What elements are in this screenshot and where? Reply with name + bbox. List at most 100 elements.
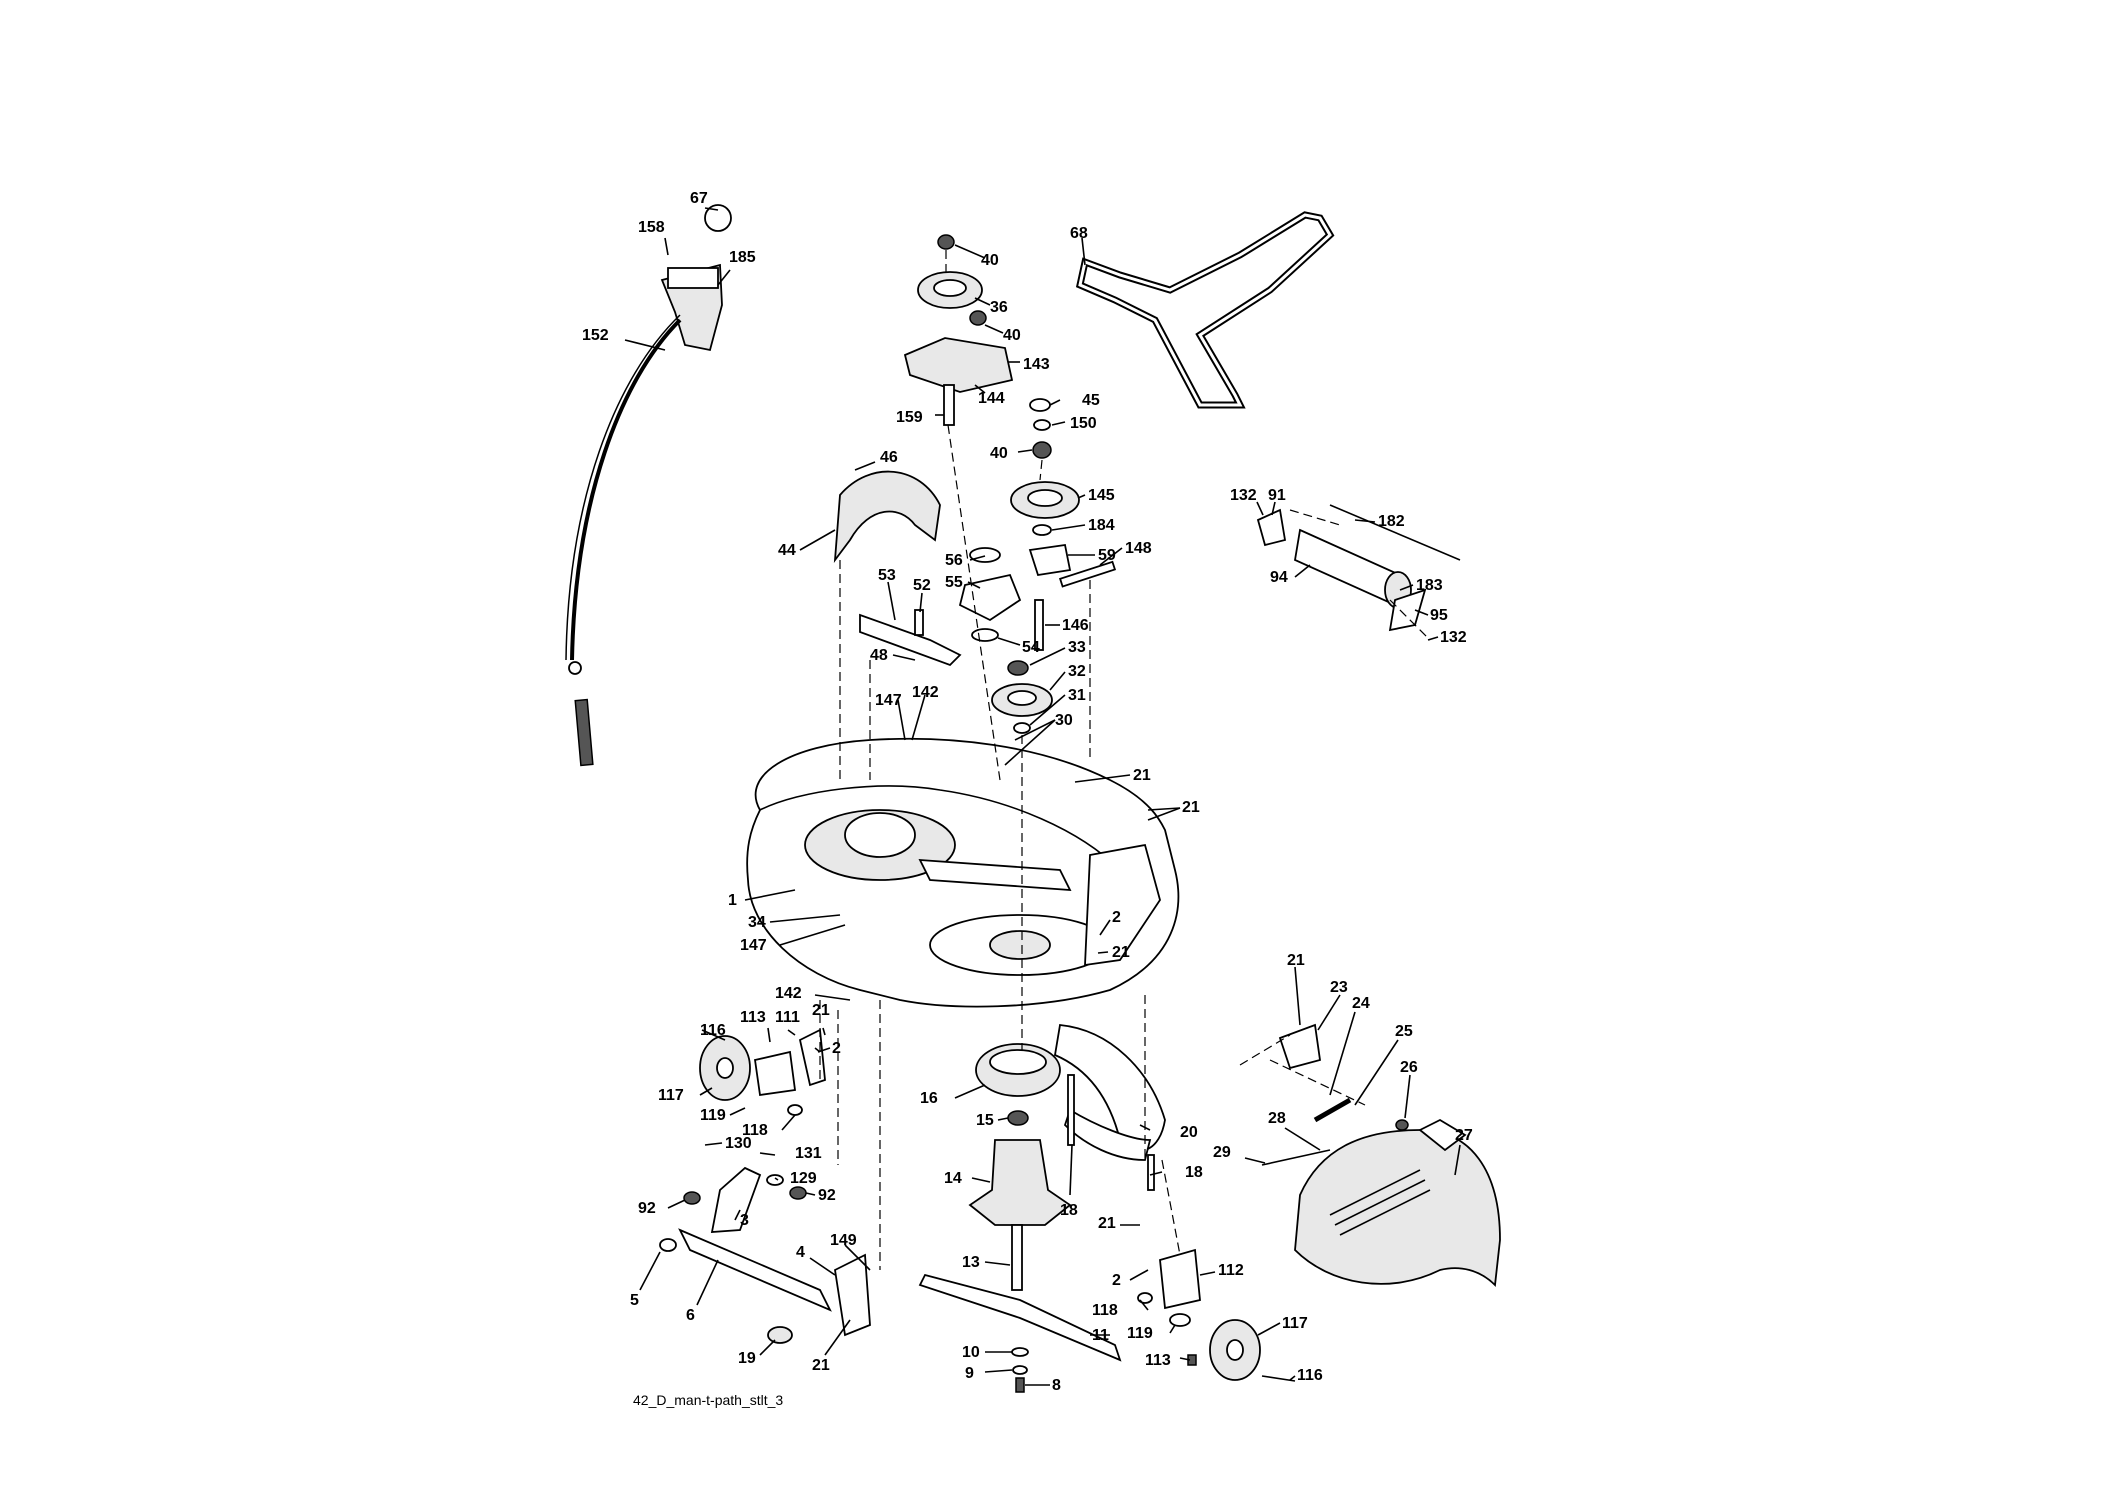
- callout-92-l: 92: [638, 1200, 656, 1217]
- callout-29: 29: [1213, 1144, 1231, 1161]
- callout-32: 32: [1068, 663, 1086, 680]
- engagement-cable: [565, 204, 732, 767]
- callout-25: 25: [1395, 1023, 1413, 1040]
- knob: [704, 204, 732, 232]
- callout-21-c: 21: [1112, 944, 1130, 961]
- callout-59: 59: [1098, 547, 1116, 564]
- callout-labels: 67 158 185 152 40 36 40 143 144 159 68 4…: [582, 190, 1473, 1394]
- callout-14: 14: [944, 1170, 962, 1187]
- gauge-wheel-right: [1137, 1248, 1296, 1382]
- callout-145: 145: [1088, 487, 1115, 504]
- callout-16: 16: [920, 1090, 938, 1107]
- callout-184: 184: [1088, 517, 1115, 534]
- callout-40-b: 40: [1003, 327, 1021, 344]
- callout-113-l: 113: [740, 1009, 766, 1026]
- callout-11: 11: [1092, 1327, 1109, 1344]
- callout-119-l: 119: [700, 1107, 726, 1124]
- assembly-lines: [819, 250, 1431, 1270]
- callout-18-l: 18: [1060, 1202, 1078, 1219]
- callout-159: 159: [896, 409, 923, 426]
- callout-54: 54: [1022, 639, 1040, 656]
- callout-130: 130: [725, 1135, 752, 1152]
- callout-34: 34: [748, 914, 766, 931]
- callout-68: 68: [1070, 225, 1088, 242]
- callout-143: 143: [1023, 356, 1050, 373]
- callout-149: 149: [830, 1232, 857, 1249]
- callout-185: 185: [729, 249, 756, 266]
- callout-67: 67: [690, 190, 708, 207]
- callout-48: 48: [870, 647, 888, 664]
- callout-18-r: 18: [1185, 1164, 1203, 1181]
- callout-2-c: 2: [1112, 1272, 1121, 1289]
- callout-5: 5: [630, 1292, 639, 1309]
- callout-46: 46: [880, 449, 898, 466]
- callout-40-c: 40: [990, 445, 1008, 462]
- callout-148: 148: [1125, 540, 1152, 557]
- callout-142-b: 142: [775, 985, 802, 1002]
- callout-52: 52: [913, 577, 931, 594]
- callout-55: 55: [945, 574, 963, 591]
- callout-44: 44: [778, 542, 796, 559]
- callout-116-r: 116: [1297, 1367, 1323, 1384]
- callout-111: 111: [775, 1009, 800, 1026]
- callout-147-b: 147: [740, 937, 767, 954]
- callout-24: 24: [1352, 995, 1370, 1012]
- callout-36: 36: [990, 299, 1008, 316]
- callout-10: 10: [962, 1344, 980, 1361]
- idler-pulley-lower: [1010, 398, 1117, 588]
- callout-129: 129: [790, 1170, 817, 1187]
- callout-15: 15: [976, 1112, 994, 1129]
- callout-2-b: 2: [832, 1040, 841, 1057]
- callout-8: 8: [1052, 1377, 1061, 1394]
- callout-21-d: 21: [812, 1002, 830, 1019]
- drive-belt: [1075, 211, 1335, 409]
- callout-119-r: 119: [1127, 1325, 1153, 1342]
- leader-lines: [624, 207, 1461, 1386]
- callout-147-top: 147: [875, 692, 902, 709]
- callout-33: 33: [1068, 639, 1086, 656]
- gauge-wheel-left: [699, 1028, 826, 1116]
- front-hanger: [659, 1166, 871, 1344]
- callout-131: 131: [795, 1145, 822, 1162]
- callout-45: 45: [1082, 392, 1100, 409]
- callout-117-l: 117: [658, 1087, 684, 1104]
- callout-113-r: 113: [1145, 1352, 1171, 1369]
- callout-146: 146: [1062, 617, 1089, 634]
- callout-21-f: 21: [1098, 1215, 1116, 1232]
- belt-guide: [833, 470, 941, 564]
- spindle-assembly: [918, 1043, 1122, 1393]
- discharge-linkage: [1053, 1024, 1166, 1191]
- callout-116-l: 116: [700, 1022, 726, 1039]
- callout-2-a: 2: [1112, 909, 1121, 926]
- callout-112: 112: [1218, 1262, 1244, 1279]
- callout-27: 27: [1455, 1127, 1473, 1144]
- callout-31: 31: [1068, 687, 1086, 704]
- callout-4: 4: [796, 1244, 805, 1261]
- callout-30: 30: [1055, 712, 1073, 729]
- callout-118-l: 118: [742, 1122, 768, 1139]
- drawing-code: 42_D_man-t-path_stlt_3: [633, 1392, 783, 1408]
- callout-21-b: 21: [1182, 799, 1200, 816]
- callout-28: 28: [1268, 1110, 1286, 1127]
- callout-20: 20: [1180, 1124, 1198, 1141]
- callout-132-a: 132: [1230, 487, 1257, 504]
- callout-21-a: 21: [1133, 767, 1151, 784]
- callout-150: 150: [1070, 415, 1097, 432]
- callout-95: 95: [1430, 607, 1448, 624]
- callout-118-r: 118: [1092, 1302, 1118, 1319]
- mower-deck: [746, 737, 1180, 1008]
- callout-3: 3: [740, 1212, 749, 1229]
- callout-132-b: 132: [1440, 629, 1467, 646]
- callout-53: 53: [878, 567, 896, 584]
- callout-92-r: 92: [818, 1187, 836, 1204]
- callout-94: 94: [1270, 569, 1288, 586]
- idler-pulley-upper: [903, 234, 1014, 426]
- callout-1: 1: [728, 892, 737, 909]
- callout-183: 183: [1416, 577, 1443, 594]
- callout-142-top: 142: [912, 684, 939, 701]
- callout-19: 19: [738, 1350, 756, 1367]
- callout-21-g: 21: [1287, 952, 1305, 969]
- discharge-chute: [1261, 1023, 1501, 1287]
- callout-117-r: 117: [1282, 1315, 1308, 1332]
- callout-23: 23: [1330, 979, 1348, 996]
